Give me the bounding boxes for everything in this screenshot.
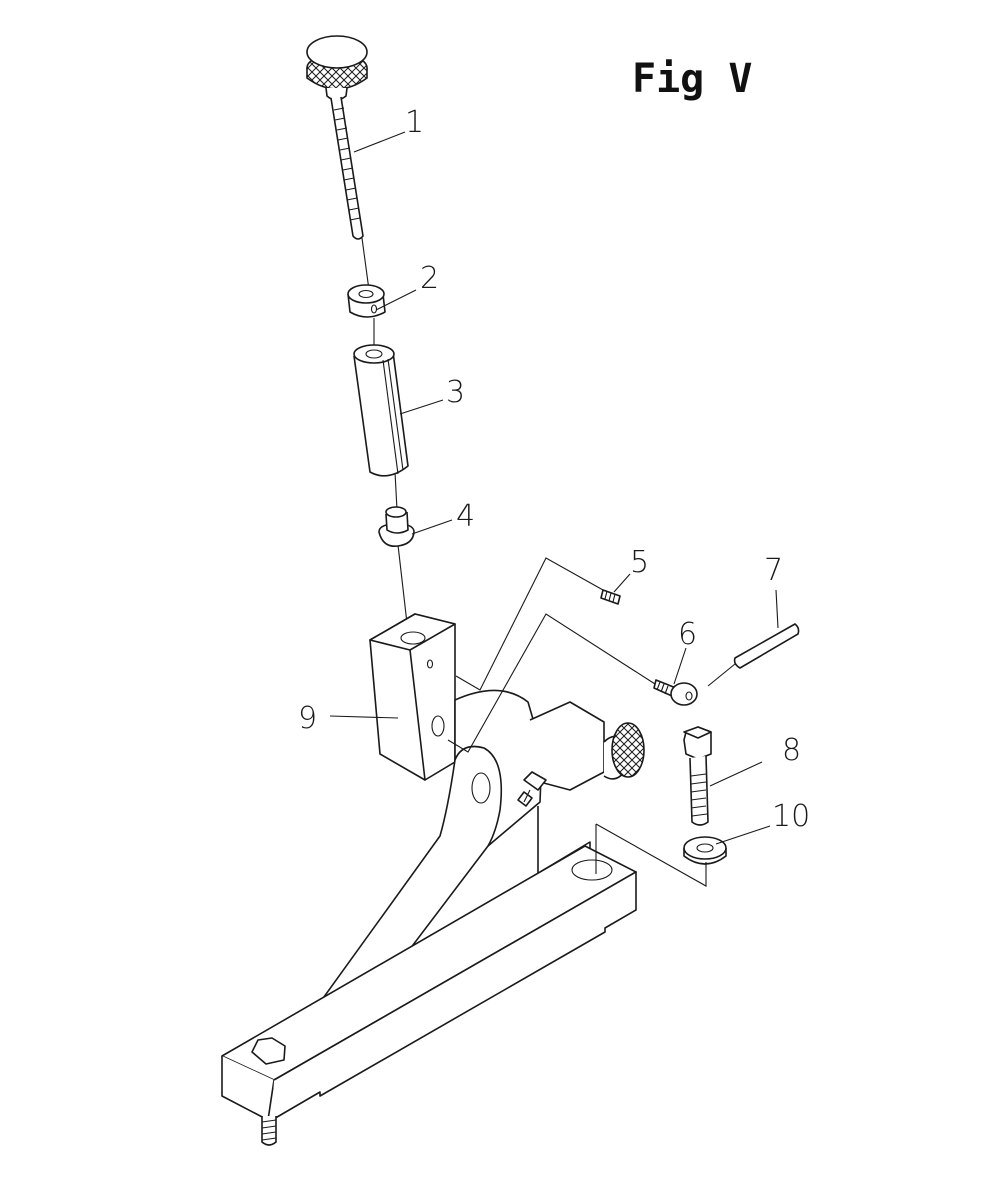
part-7-rod xyxy=(707,623,800,687)
assembly-axis xyxy=(361,237,409,633)
base-bar xyxy=(221,806,637,1146)
callout-5: 5 xyxy=(630,545,649,580)
callout-4: 4 xyxy=(456,499,475,534)
part-5-set-screw xyxy=(600,589,621,605)
part-4-bushing xyxy=(378,506,415,548)
part-10-washer xyxy=(683,836,727,865)
screw-thread xyxy=(333,107,361,221)
callout-labels: 1 2 3 4 5 6 7 8 9 10 xyxy=(298,105,810,834)
figure-title: Fig V xyxy=(632,56,752,102)
part-2-collar xyxy=(347,284,386,318)
callout-9: 9 xyxy=(298,701,317,736)
callout-6: 6 xyxy=(678,617,697,652)
callout-8: 8 xyxy=(782,733,801,768)
part-1-thumb-screw xyxy=(306,35,368,240)
assembly-guides xyxy=(447,557,707,887)
callout-10: 10 xyxy=(772,799,810,834)
callout-7: 7 xyxy=(764,553,783,588)
part-6-eye-pin xyxy=(653,679,698,706)
part-3-sleeve xyxy=(353,344,409,477)
callout-2: 2 xyxy=(420,261,439,296)
pivot-assembly xyxy=(302,689,645,1037)
part-8-hex-bolt xyxy=(683,726,712,826)
callout-3: 3 xyxy=(446,375,465,410)
callout-1: 1 xyxy=(405,105,424,140)
leader-lines xyxy=(329,131,779,845)
part-9-block xyxy=(369,613,456,781)
